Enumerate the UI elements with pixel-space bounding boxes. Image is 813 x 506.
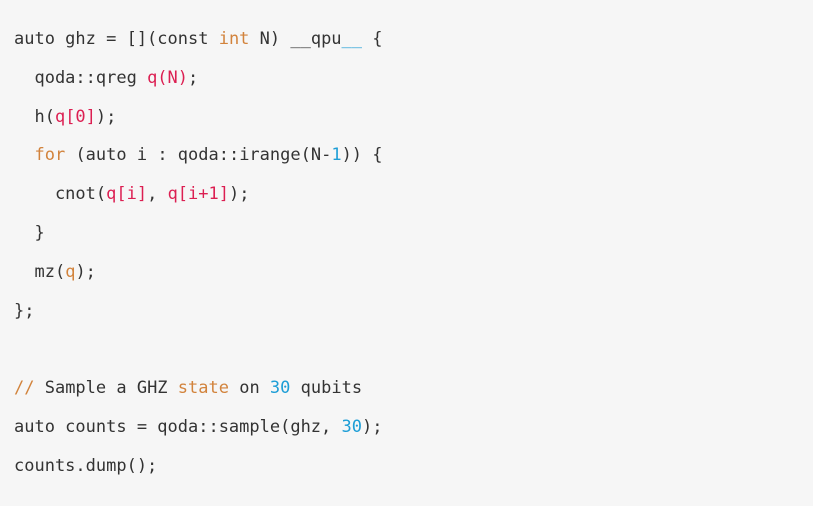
code-token-plain: (auto i : qoda::irange(N- — [65, 145, 332, 166]
code-token-plain: qoda::qreg — [14, 67, 148, 88]
code-token-plain — [14, 145, 34, 165]
code-token-variable: q[i] — [106, 184, 148, 205]
code-token-plain: )) { — [341, 145, 383, 166]
code-token-plain: } — [14, 222, 45, 243]
code-line: mz(q); — [14, 257, 813, 296]
code-token-plain: auto ghz = [](const — [14, 29, 219, 49]
code-token-comment: // — [14, 378, 35, 399]
code-line: qoda::qreg q(N); — [14, 63, 813, 102]
code-token-plain: cnot( — [14, 184, 107, 205]
code-token-plain: counts.dump(); — [14, 455, 158, 476]
code-line — [14, 334, 813, 373]
code-token-plain: N) __qpu — [249, 29, 342, 49]
code-line: for (auto i : qoda::irange(N-1)) { — [14, 140, 813, 179]
code-token-keyword: for — [34, 145, 66, 166]
code-token-plain: h( — [14, 106, 55, 127]
code-token-number: 30 — [269, 378, 291, 399]
code-token-variable: q(N) — [147, 67, 189, 88]
code-line: } — [14, 218, 813, 257]
code-token-plain: }; — [14, 300, 35, 321]
code-token-number: 1 — [331, 145, 342, 166]
code-token-plain: qubits — [290, 378, 363, 399]
code-token-plain: mz( — [14, 261, 66, 282]
code-token-keyword: int — [218, 29, 250, 49]
code-line: counts.dump(); — [14, 451, 813, 490]
code-line: h(q[0]); — [14, 102, 813, 141]
code-token-plain: on — [228, 378, 270, 399]
code-token-plain: ); — [75, 261, 96, 282]
code-token-plain: { — [362, 29, 383, 49]
code-token-plain: auto counts = qoda::sample(ghz, — [14, 416, 342, 437]
code-token-number: 30 — [341, 416, 362, 437]
code-line: auto counts = qoda::sample(ghz, 30); — [14, 412, 813, 451]
code-token-plain: ); — [228, 184, 250, 205]
code-line: cnot(q[i], q[i+1]); — [14, 179, 813, 218]
code-token-variable: q[0] — [54, 106, 96, 127]
code-token-plain: ); — [95, 106, 117, 127]
code-token-plain: ); — [362, 416, 383, 437]
code-token-plain: Sample a GHZ — [34, 378, 178, 399]
code-token-keyword: q — [65, 261, 76, 282]
code-token-number: __ — [341, 29, 363, 49]
code-token-plain: , — [147, 184, 168, 205]
code-token-variable: q[i+1] — [167, 184, 229, 205]
code-line: auto ghz = [](const int N) __qpu__ { — [14, 24, 813, 63]
code-token-keyword: state — [177, 378, 229, 399]
code-line: }; — [14, 296, 813, 335]
code-token-plain: ; — [188, 67, 199, 88]
code-line: // Sample a GHZ state on 30 qubits — [14, 373, 813, 412]
